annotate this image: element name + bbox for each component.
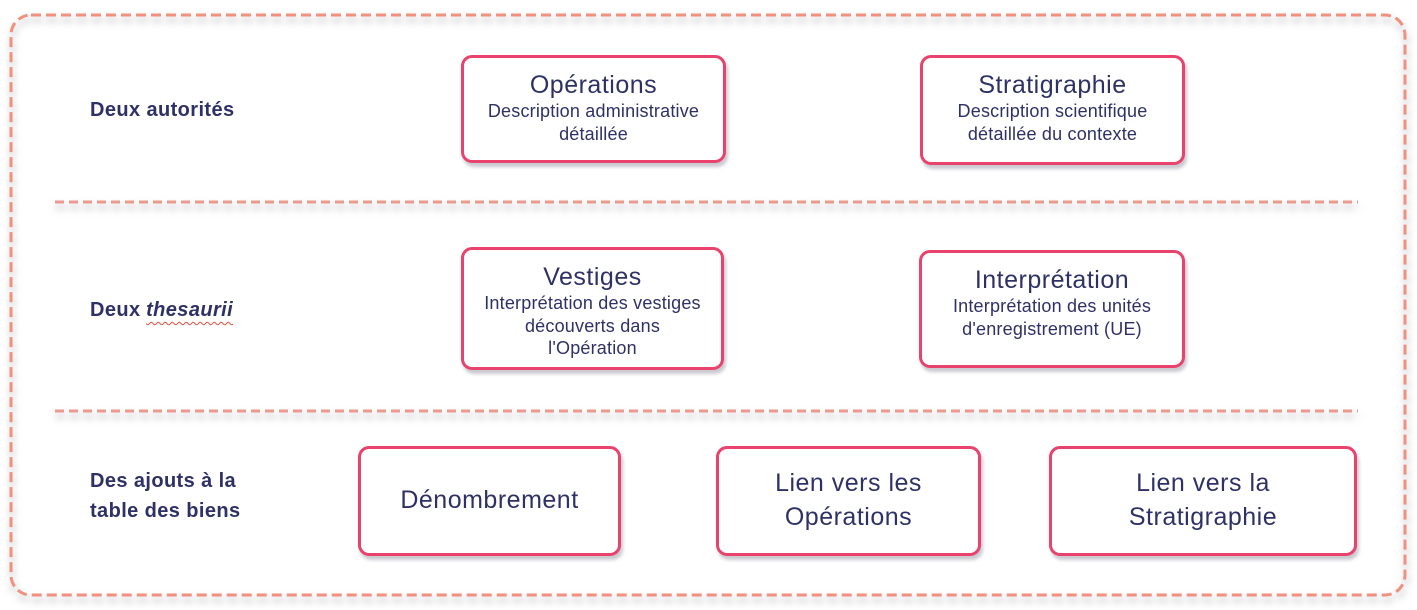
outer-dashed-border: [9, 13, 1407, 597]
box-stratigraphie-title: Stratigraphie: [978, 71, 1127, 99]
box-operations: Opérations Description administrative dé…: [461, 55, 726, 163]
box-operations-title: Opérations: [529, 71, 658, 99]
box-lien-vers-operations: Lien vers les Opérations: [716, 446, 981, 556]
box-denombrement: Dénombrement: [358, 446, 621, 556]
box-vestiges-subtitle: Interprétation des vestiges découverts d…: [484, 293, 701, 359]
box-interpretation-title: Interprétation: [974, 266, 1130, 294]
box-stratigraphie: Stratigraphie Description scientifique d…: [920, 55, 1185, 165]
row-label-deux-autorites: Deux autorités: [90, 99, 235, 121]
row-label-ajouts-table-biens: Des ajouts à la table des biens: [90, 470, 241, 522]
box-stratigraphie-subtitle: Description scientifique détaillée du co…: [957, 101, 1148, 144]
row-label-deux-thesaurii-regular: Deux: [90, 299, 141, 321]
box-vestiges-title: Vestiges: [543, 263, 642, 291]
box-operations-subtitle: Description administrative détaillée: [487, 101, 700, 144]
row-label-thesaurii-italic: thesaurii: [146, 299, 234, 321]
box-denombrement-title: Dénombrement: [400, 486, 579, 515]
box-interpretation-subtitle: Interprétation des unités d'enregistreme…: [952, 296, 1152, 339]
box-lien-vers-operations-title: Lien vers les Opérations: [775, 469, 922, 531]
box-lien-vers-stratigraphie-title: Lien vers la Stratigraphie: [1128, 469, 1278, 531]
box-lien-vers-stratigraphie: Lien vers la Stratigraphie: [1049, 446, 1357, 556]
box-vestiges: Vestiges Interprétation des vestiges déc…: [461, 247, 724, 370]
box-interpretation: Interprétation Interprétation des unités…: [919, 250, 1185, 368]
